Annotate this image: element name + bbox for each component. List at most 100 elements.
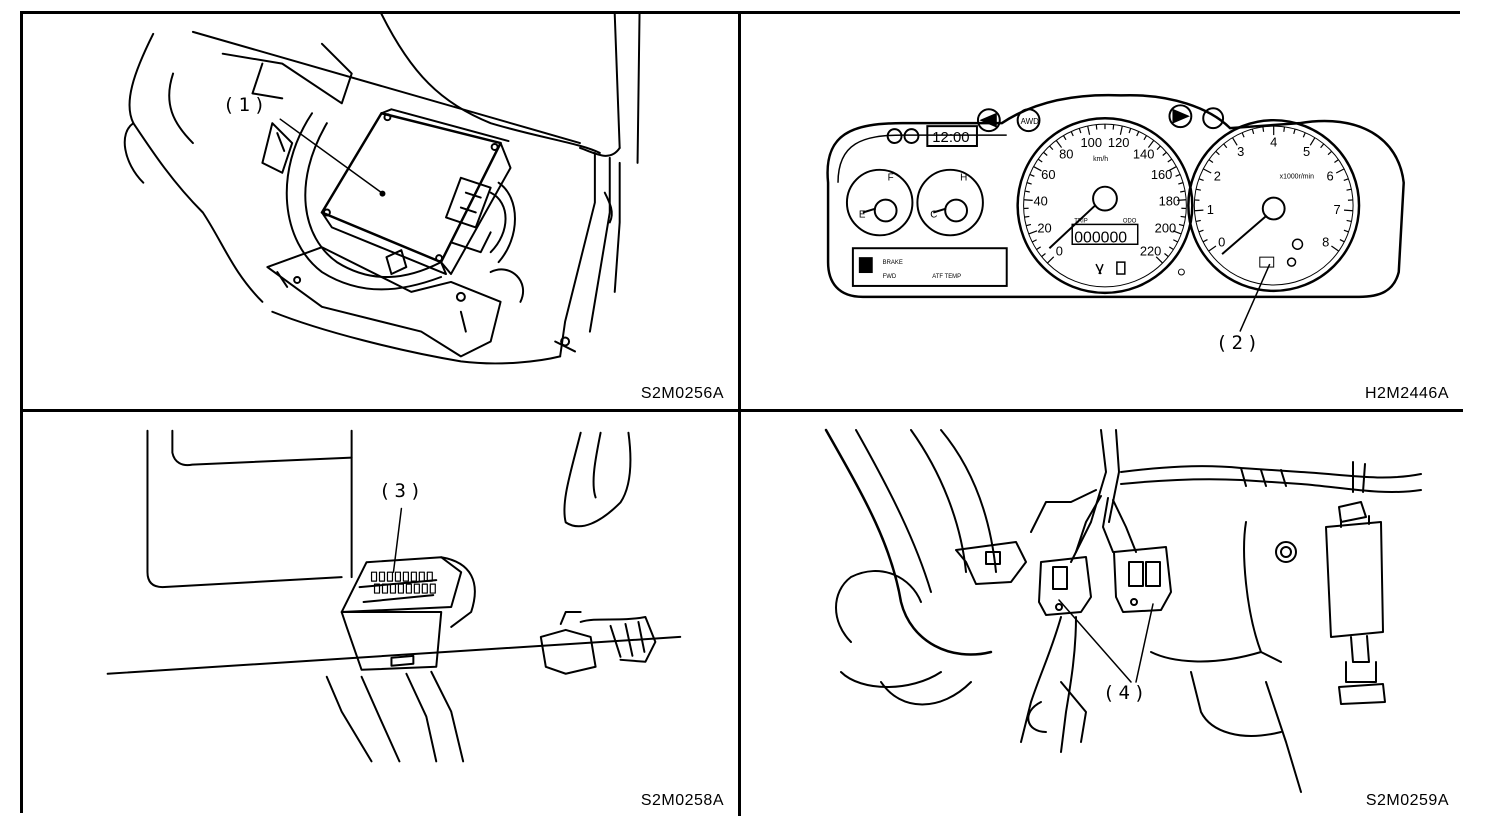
connector-pin: [386, 571, 394, 582]
panel-diagnosis-connector: (3) S2M0258A: [23, 412, 741, 816]
connector-pin: [389, 583, 397, 594]
major-tick: [1023, 199, 1033, 201]
minor-tick: [1302, 132, 1306, 138]
callout-4: (4): [1103, 682, 1150, 704]
harness-connectors-drawing: [824, 428, 1422, 793]
major-tick: [1055, 140, 1063, 148]
minor-tick: [1128, 128, 1132, 134]
minor-tick: [1036, 246, 1042, 251]
callout-1-leader: [279, 118, 383, 194]
panel-instrument-cluster: AWD 12:00 F E H C BRAKE FWD: [741, 14, 1463, 412]
diagnosis-connector-drawing: [106, 429, 682, 763]
gauge-tick-label: 6: [1326, 169, 1333, 184]
control-module-unit: [320, 112, 502, 264]
minor-tick: [1024, 215, 1030, 218]
warning-light-panel: [851, 247, 1008, 287]
warning-atf-temp: ATF TEMP: [932, 274, 961, 280]
major-tick: [1087, 125, 1091, 135]
minor-tick: [1168, 246, 1174, 251]
speedometer: [1016, 116, 1194, 295]
connector-pin: [373, 583, 381, 594]
minor-tick: [1112, 124, 1115, 130]
connector-pin: [426, 571, 433, 582]
minor-tick: [1031, 239, 1037, 243]
minor-tick: [1037, 158, 1043, 163]
connector-pin: [429, 583, 436, 594]
panel-harness-connectors: (4) S2M0259A: [741, 412, 1463, 816]
minor-tick: [1049, 145, 1054, 151]
fuel-gauge: [845, 168, 914, 237]
connector-pin: [394, 571, 402, 582]
cluster-housing: [826, 93, 1405, 299]
minor-tick: [1320, 143, 1325, 149]
control-module-drawing: [123, 14, 641, 365]
gauge-tick-label: 5: [1303, 144, 1310, 159]
major-tick: [1309, 137, 1316, 146]
minor-tick: [1062, 135, 1067, 141]
major-tick: [1335, 168, 1345, 174]
minor-tick: [1156, 145, 1161, 151]
gauge-tick-label: 120: [1108, 135, 1130, 150]
fuel-full-mark: F: [888, 173, 894, 184]
minor-tick: [1195, 219, 1201, 223]
minor-tick: [1136, 131, 1140, 137]
warning-brake: BRAKE: [883, 260, 903, 266]
minor-tick: [1167, 158, 1173, 163]
minor-tick: [1024, 190, 1030, 193]
major-tick: [1194, 209, 1204, 212]
gauge-tick-label: 60: [1041, 167, 1055, 182]
brake-switch: [1325, 521, 1384, 638]
gauge-tick-label: 160: [1151, 167, 1173, 182]
minor-tick: [1343, 178, 1349, 182]
connector-a: [955, 541, 1027, 585]
minor-tick: [1180, 190, 1186, 193]
connector-pin: [381, 583, 389, 594]
figure-code-2: H2M2446A: [1364, 385, 1449, 402]
connector-b: [1038, 556, 1092, 616]
connector-pin: [418, 571, 425, 582]
tachometer-needle: [1221, 214, 1268, 255]
minor-tick: [1178, 182, 1184, 185]
tach-unit: x1000r/min: [1280, 174, 1314, 181]
odo-label: ODO: [1123, 218, 1137, 224]
awd-indicator: [1016, 108, 1041, 133]
minor-tick: [1095, 124, 1098, 130]
connector-pin: [413, 583, 420, 594]
odometer-text: 000000: [1074, 229, 1127, 246]
temp-cold-mark: C: [930, 209, 937, 220]
major-tick: [1168, 166, 1177, 172]
minor-tick: [1343, 229, 1349, 233]
warning-fwd: FWD: [883, 274, 897, 280]
minor-tick: [1175, 173, 1181, 177]
gauge-tick-label: 180: [1159, 193, 1181, 208]
minor-tick: [1070, 131, 1074, 137]
turn-left-indicator: [976, 108, 1001, 133]
gauge-tick-label: 1: [1207, 202, 1214, 217]
minor-tick: [1195, 188, 1201, 191]
minor-tick: [1262, 126, 1265, 132]
hi-beam-indicator: [1202, 107, 1225, 130]
major-tick: [1202, 168, 1212, 174]
major-tick: [1147, 140, 1155, 148]
minor-tick: [1029, 173, 1035, 177]
gauge-tick-label: 100: [1081, 135, 1103, 150]
minor-tick: [1202, 239, 1208, 243]
gauge-tick-label: 80: [1059, 146, 1073, 161]
minor-tick: [1327, 150, 1333, 156]
connector-bracket: [340, 611, 443, 671]
clock-display: [926, 125, 978, 147]
connector-pin: [397, 583, 405, 594]
minor-tick: [1025, 223, 1032, 227]
callout-4-leader-b: [1135, 603, 1154, 683]
minor-tick: [1293, 128, 1296, 135]
clock-text: 12:00: [932, 130, 969, 146]
minor-tick: [1241, 132, 1245, 138]
major-tick: [1028, 230, 1038, 235]
minor-tick: [1334, 159, 1339, 164]
svg-text:AWD: AWD: [1021, 117, 1039, 126]
minor-tick: [1026, 182, 1032, 185]
gauge-tick-label: 7: [1333, 202, 1340, 217]
gauge-tick-label: 2: [1214, 169, 1221, 184]
